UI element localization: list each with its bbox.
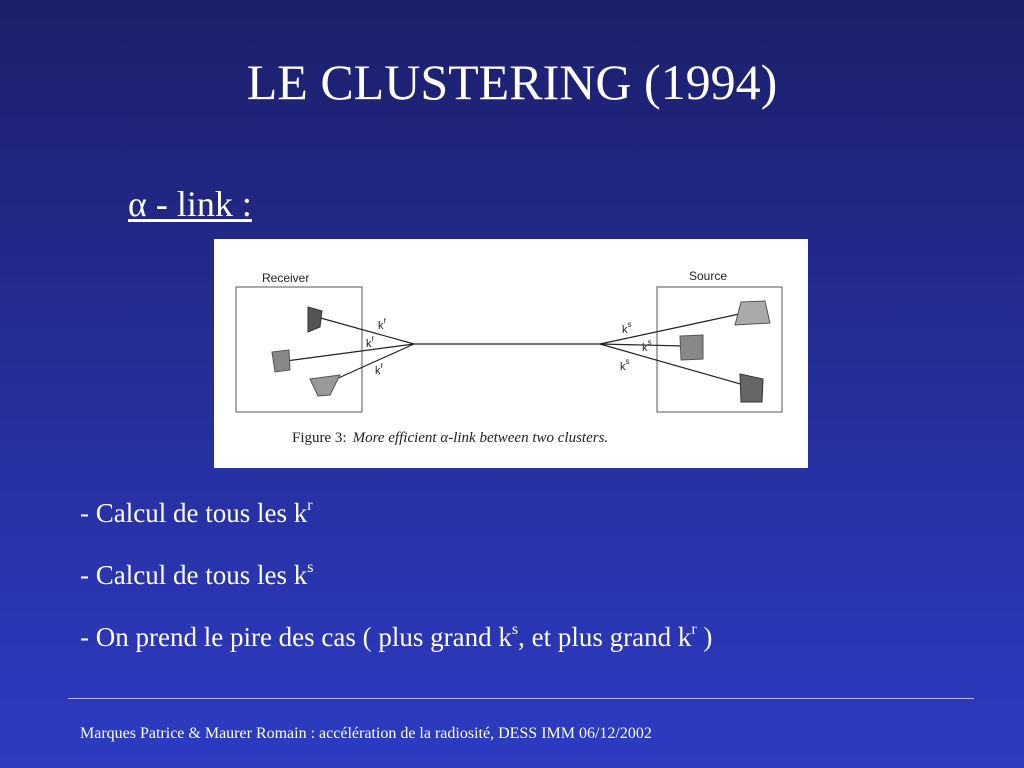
- receiver-ray-bottom: [333, 343, 415, 381]
- source-box: [656, 286, 783, 413]
- k-s-label-bottom: ks: [620, 357, 630, 373]
- bullet-item-2: - Calcul de tous les ks: [80, 559, 314, 591]
- source-patch-top: [734, 300, 771, 326]
- receiver-patch-middle: [271, 349, 291, 373]
- source-ray-bottom: [599, 343, 745, 386]
- footer-text: Marques Patrice & Maurer Romain : accélé…: [80, 725, 652, 742]
- source-ray-top: [599, 312, 745, 345]
- receiver-patch-top: [307, 306, 323, 333]
- source-patch-middle: [679, 334, 704, 361]
- source-ray-middle: [599, 343, 685, 347]
- receiver-patch-bottom: [309, 374, 341, 397]
- footer-divider: [68, 698, 974, 699]
- receiver-box: [235, 286, 363, 413]
- receiver-label: Receiver: [262, 271, 309, 285]
- slide-title: LE CLUSTERING (1994): [246, 54, 778, 110]
- k-r-label-top: kr: [378, 316, 387, 332]
- figure-alpha-link: Receiver Source kr kr kr ks ks ks Figure…: [214, 239, 808, 468]
- k-s-label-middle: ks: [642, 338, 652, 354]
- alpha-link-diagram: Receiver Source kr kr kr ks ks ks Figure…: [235, 269, 783, 446]
- receiver-ray-middle: [285, 343, 415, 362]
- section-subtitle: α - link :: [128, 184, 252, 224]
- figure-caption: Figure 3:More efficient α-link between t…: [292, 430, 608, 446]
- k-s-label-top: ks: [622, 320, 632, 336]
- bullet-item-3: - On prend le pire des cas ( plus grand …: [80, 621, 713, 653]
- k-r-label-bottom: kr: [375, 361, 384, 377]
- k-r-label-middle: kr: [366, 334, 375, 350]
- bullet-item-1: - Calcul de tous les kr: [80, 497, 313, 529]
- source-patch-bottom: [739, 373, 764, 403]
- receiver-ray-top: [316, 316, 415, 345]
- source-label: Source: [689, 269, 727, 283]
